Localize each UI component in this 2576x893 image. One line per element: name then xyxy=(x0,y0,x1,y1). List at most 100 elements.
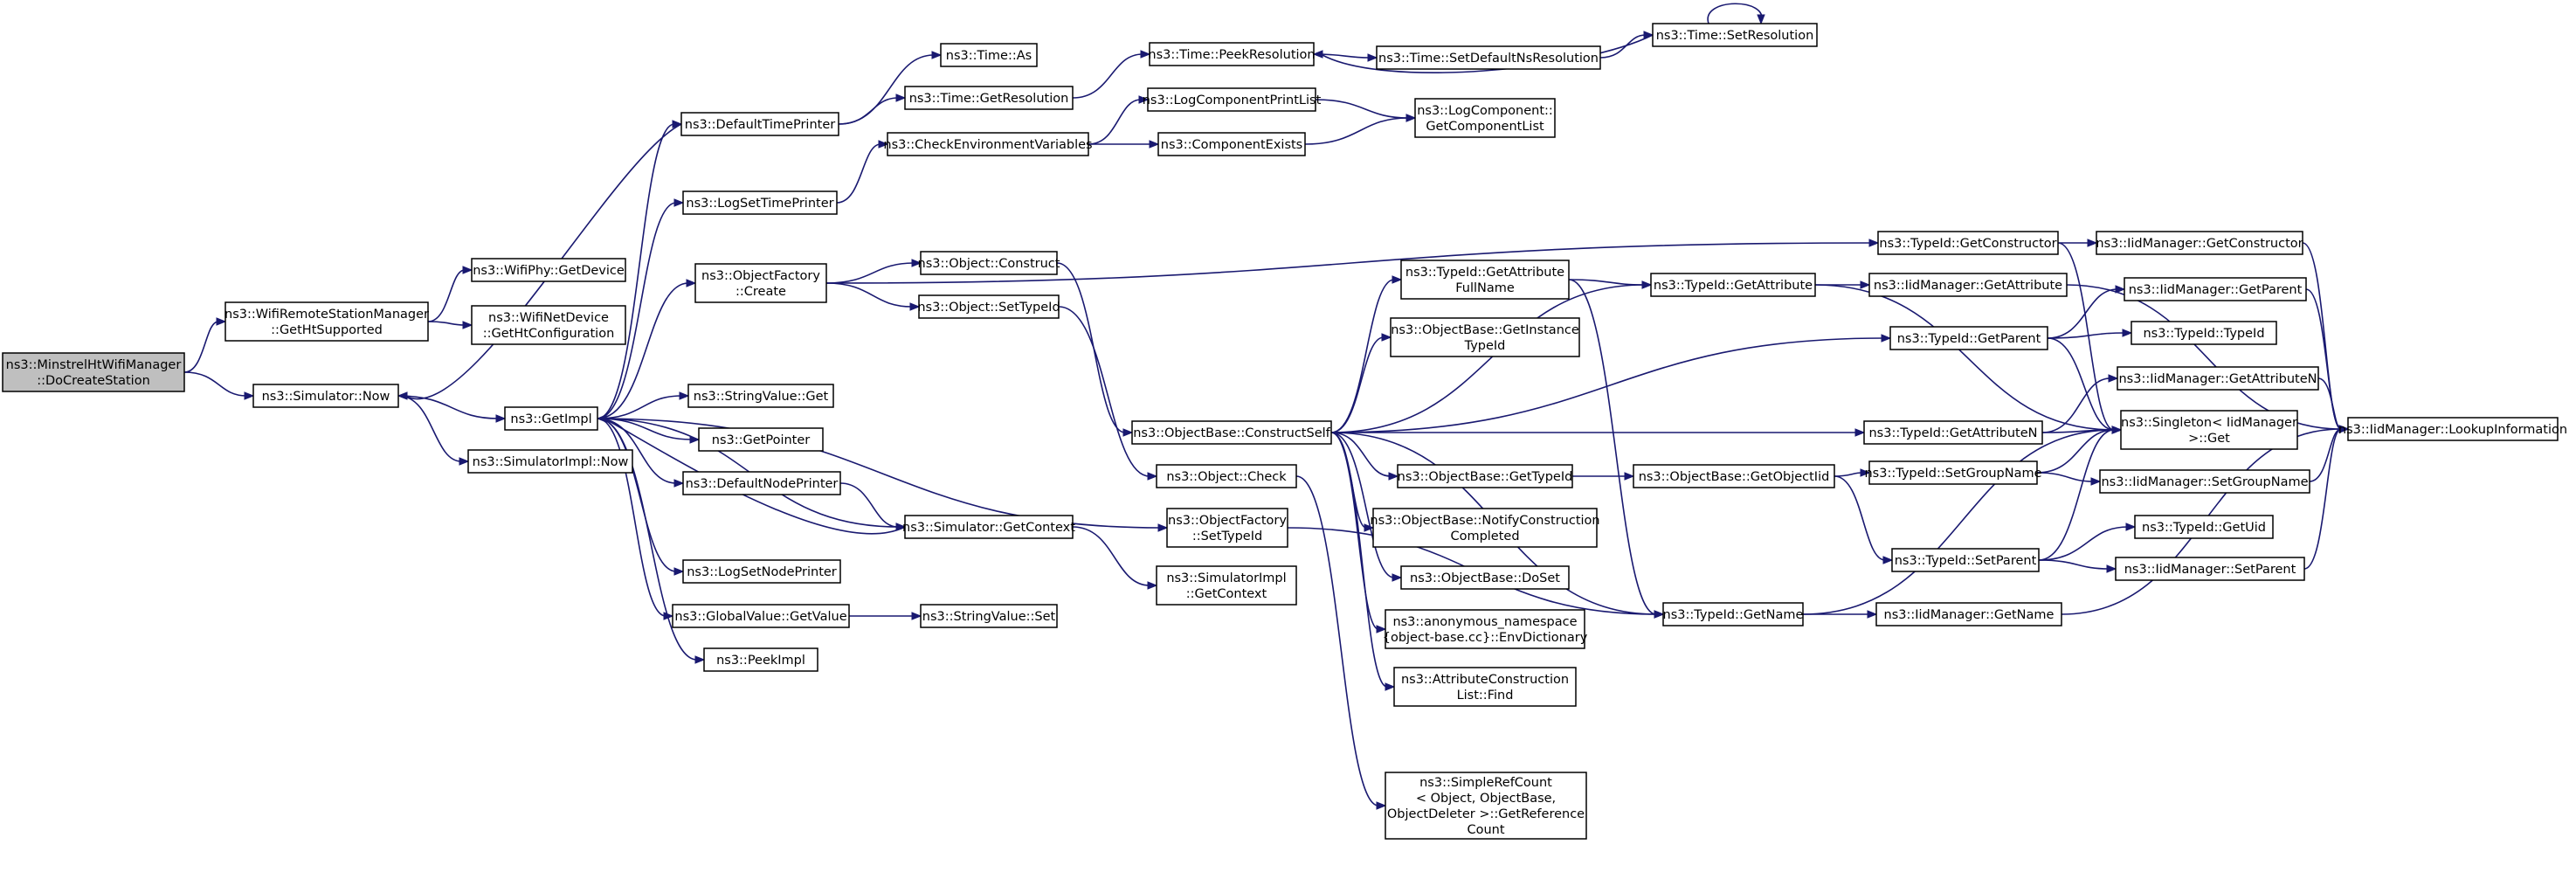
node-object-construct[interactable]: ns3::Object::Construct xyxy=(918,251,1060,275)
node-sim-now[interactable]: ns3::Simulator::Now xyxy=(252,384,399,408)
node-obj-base-notify-construction[interactable]: ns3::ObjectBase::NotifyConstructionCompl… xyxy=(1370,508,1600,548)
node-box xyxy=(1400,260,1570,300)
node-peek-impl[interactable]: ns3::PeekImpl xyxy=(703,647,818,672)
edge-iid-get-constructor-to-iid-lookup-information xyxy=(2302,242,2350,433)
node-component-exists[interactable]: ns3::ComponentExists xyxy=(1157,132,1306,156)
node-time-as[interactable]: ns3::Time::As xyxy=(940,43,1038,67)
node-iid-set-group-name[interactable]: ns3::IidManager::SetGroupName xyxy=(2099,469,2310,494)
node-log-set-node-printer[interactable]: ns3::LogSetNodePrinter xyxy=(682,559,841,584)
node-default-node-printer[interactable]: ns3::DefaultNodePrinter xyxy=(682,471,841,495)
node-sim-impl-get-context[interactable]: ns3::SimulatorImpl::GetContext xyxy=(1156,565,1297,606)
node-type-id-set-group-name[interactable]: ns3::TypeId::SetGroupName xyxy=(1864,460,2042,485)
node-time-set-default-ns-res[interactable]: ns3::Time::SetDefaultNsResolution xyxy=(1376,45,1601,70)
node-label: ns3::Time::PeekResolution xyxy=(1148,48,1315,62)
node-type-id-get-attribute[interactable]: ns3::TypeId::GetAttribute xyxy=(1650,273,1816,297)
node-anon-env-dictionary[interactable]: ns3::anonymous_namespace{object-base.cc}… xyxy=(1383,609,1588,649)
node-type-id-get-attribute-n[interactable]: ns3::TypeId::GetAttributeN xyxy=(1863,420,2043,445)
node-box xyxy=(2099,469,2310,494)
node-type-id-get-name[interactable]: ns3::TypeId::GetName xyxy=(1662,602,1804,626)
node-label: ns3::SimpleRefCount xyxy=(1419,776,1552,790)
node-box xyxy=(1385,609,1585,649)
node-log-comp-get-list[interactable]: ns3::LogComponent::GetComponentList xyxy=(1414,98,1556,138)
node-box xyxy=(1372,508,1598,548)
node-label: < Object, ObjectBase, xyxy=(1416,792,1556,806)
node-box xyxy=(1157,132,1306,156)
node-box xyxy=(1397,464,1573,488)
edge-type-id-get-name-to-singleton-iid-get xyxy=(1802,426,2123,615)
node-label: ns3::ObjectFactory xyxy=(701,269,820,283)
node-label: ns3::GetImpl xyxy=(510,412,591,426)
node-singleton-iid-get[interactable]: ns3::Singleton< IidManager >::Get xyxy=(2120,410,2298,450)
node-box xyxy=(1400,565,1570,590)
node-label: Count xyxy=(1467,823,1504,837)
node-sim-get-context[interactable]: ns3::Simulator::GetContext xyxy=(902,515,1075,539)
node-box xyxy=(1156,565,1297,606)
node-iid-get-parent[interactable]: ns3::IidManager::GetParent xyxy=(2124,277,2307,301)
node-label: ns3::SimulatorImpl::Now xyxy=(473,455,629,469)
node-log-component-print-list[interactable]: ns3::LogComponentPrintList xyxy=(1143,87,1322,112)
node-obj-base-get-type-id[interactable]: ns3::ObjectBase::GetTypeId xyxy=(1397,464,1573,488)
node-obj-factory-create[interactable]: ns3::ObjectFactory::Create xyxy=(694,263,827,303)
node-root[interactable]: ns3::MinstrelHtWifiManager::DoCreateStat… xyxy=(2,352,185,392)
node-iid-get-constructor[interactable]: ns3::IidManager::GetConstructor xyxy=(2096,231,2303,255)
node-type-id-set-parent[interactable]: ns3::TypeId::SetParent xyxy=(1891,548,2040,572)
node-time-set-resolution[interactable]: ns3::Time::SetResolution xyxy=(1652,23,1818,47)
node-label: ns3::ObjectBase::ConstructSelf xyxy=(1133,426,1330,440)
node-box xyxy=(680,112,839,136)
node-iid-lookup-information[interactable]: ns3::IidManager::LookupInformation xyxy=(2338,417,2567,441)
node-iid-set-parent[interactable]: ns3::IidManager::SetParent xyxy=(2115,557,2305,581)
edge-default-time-printer-to-sim-now xyxy=(397,123,682,400)
node-log-set-time-printer[interactable]: ns3::LogSetTimePrinter xyxy=(682,190,838,215)
node-box xyxy=(672,604,850,628)
edge-type-id-get-attr-full-name-to-type-id-get-attribute xyxy=(1568,279,1653,289)
node-box xyxy=(1393,667,1577,707)
node-obj-base-construct-self[interactable]: ns3::ObjectBase::ConstructSelf xyxy=(1131,420,1332,445)
edge-obj-base-construct-self-to-obj-base-do-set xyxy=(1330,432,1403,582)
node-label: ns3::IidManager::GetAttributeN xyxy=(2118,372,2317,386)
node-iid-get-attribute-n[interactable]: ns3::IidManager::GetAttributeN xyxy=(2117,366,2319,391)
node-default-time-printer[interactable]: ns3::DefaultTimePrinter xyxy=(680,112,839,136)
node-sim-impl-now[interactable]: ns3::SimulatorImpl::Now xyxy=(467,449,633,474)
edge-object-check-to-simple-ref-count-get-ref xyxy=(1295,475,1387,810)
node-iid-get-name[interactable]: ns3::IidManager::GetName xyxy=(1875,602,2062,626)
node-box xyxy=(1147,87,1316,112)
edge-type-id-get-parent-to-singleton-iid-get xyxy=(2047,337,2123,434)
edge-obj-base-get-type-id-to-obj-base-get-object-iid xyxy=(1571,472,1635,481)
node-obj-factory-set-type-id[interactable]: ns3::ObjectFactory::SetTypeId xyxy=(1166,508,1288,548)
node-label: ns3::SimulatorImpl xyxy=(1166,571,1286,585)
node-box xyxy=(1877,231,2059,255)
node-label: ns3::Simulator::Now xyxy=(262,390,390,404)
node-get-pointer[interactable]: ns3::GetPointer xyxy=(698,427,824,452)
edge-log-set-time-printer-to-check-env-vars xyxy=(836,140,889,204)
node-global-value-get-value[interactable]: ns3::GlobalValue::GetValue xyxy=(672,604,850,628)
node-type-id-type-id[interactable]: ns3::TypeId::TypeId xyxy=(2131,321,2277,345)
node-string-value-get[interactable]: ns3::StringValue::Get xyxy=(687,384,834,408)
node-type-id-get-parent[interactable]: ns3::TypeId::GetParent xyxy=(1889,326,2048,350)
node-iid-get-attribute[interactable]: ns3::IidManager::GetAttribute xyxy=(1868,273,2068,297)
node-box xyxy=(904,515,1074,539)
node-type-id-get-uid[interactable]: ns3::TypeId::GetUid xyxy=(2134,515,2274,539)
node-get-ht-supported[interactable]: ns3::WifiRemoteStationManager::GetHtSupp… xyxy=(224,301,429,342)
node-time-peek-resolution[interactable]: ns3::Time::PeekResolution xyxy=(1148,42,1316,66)
node-box xyxy=(471,305,626,345)
node-box xyxy=(1166,508,1288,548)
node-string-value-set[interactable]: ns3::StringValue::Set xyxy=(920,604,1058,628)
node-box xyxy=(471,258,626,282)
node-object-set-type-id[interactable]: ns3::Object::SetTypeId xyxy=(917,294,1060,319)
node-object-check[interactable]: ns3::Object::Check xyxy=(1156,464,1297,488)
node-get-ht-config[interactable]: ns3::WifiNetDevice::GetHtConfiguration xyxy=(471,305,626,345)
node-label: ns3::PeekImpl xyxy=(716,654,805,668)
edge-sim-now-to-sim-impl-now xyxy=(397,395,470,466)
node-check-env-vars[interactable]: ns3::CheckEnvironmentVariables xyxy=(883,132,1093,156)
node-get-device[interactable]: ns3::WifiPhy::GetDevice xyxy=(471,258,626,282)
node-time-get-resolution[interactable]: ns3::Time::GetResolution xyxy=(904,86,1074,110)
node-simple-ref-count-get-ref[interactable]: ns3::SimpleRefCount< Object, ObjectBase,… xyxy=(1385,772,1587,840)
node-obj-base-get-object-iid[interactable]: ns3::ObjectBase::GetObjectIid xyxy=(1633,464,1835,488)
node-box xyxy=(2096,231,2303,255)
node-type-id-get-constructor[interactable]: ns3::TypeId::GetConstructor xyxy=(1877,231,2059,255)
node-obj-base-do-set[interactable]: ns3::ObjectBase::DoSet xyxy=(1400,565,1570,590)
node-get-impl[interactable]: ns3::GetImpl xyxy=(504,406,598,431)
